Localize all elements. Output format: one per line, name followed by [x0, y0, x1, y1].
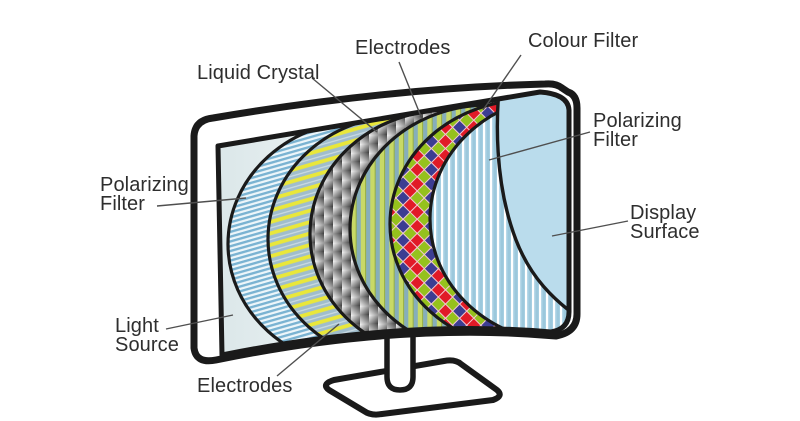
label-liquid-crystal: Liquid Crystal: [197, 62, 320, 84]
label-liquid-crystal-text: Liquid Crystal: [197, 62, 320, 84]
label-polarizing-filter-right: Polarizing Filter: [593, 110, 682, 151]
screen-opening-outline: [215, 89, 572, 358]
layer-display-surface: [497, 92, 569, 345]
label-electrodes-bottom-text: Electrodes: [197, 375, 293, 397]
leader-lines: [156, 54, 629, 377]
label-polarizing-filter-left-line2: Filter: [100, 192, 146, 215]
label-display-surface: Display Surface: [630, 202, 700, 243]
label-colour-filter: Colour Filter: [528, 30, 639, 52]
label-electrodes-top-text: Electrodes: [355, 37, 451, 59]
label-light-source-line2: Source: [115, 333, 179, 356]
leader-electrodes-top: [398, 61, 423, 120]
label-display-surface-line1: Display: [630, 202, 697, 224]
leader-polarizing-filter-left: [156, 197, 247, 207]
leader-liquid-crystal: [311, 77, 378, 133]
label-colour-filter-text: Colour Filter: [528, 30, 639, 52]
label-polarizing-filter-right-line1: Polarizing: [593, 110, 682, 132]
leader-light-source: [165, 314, 234, 330]
monitor-stand: [323, 327, 503, 418]
leader-colour-filter: [482, 54, 522, 111]
label-display-surface-line2: Surface: [630, 220, 700, 243]
label-light-source: Light Source: [115, 315, 179, 356]
screen-layers: [218, 92, 569, 355]
label-electrodes-bottom: Electrodes: [197, 375, 293, 397]
label-polarizing-filter-right-line2: Filter: [593, 128, 639, 151]
label-electrodes-top: Electrodes: [355, 37, 451, 59]
layer-display-surface-edge: [495, 92, 569, 324]
label-light-source-line1: Light: [115, 315, 159, 337]
leader-display-surface: [551, 220, 629, 237]
label-polarizing-filter-left: Polarizing Filter: [100, 174, 189, 215]
leader-electrodes-bottom: [276, 323, 340, 377]
label-polarizing-filter-left-line1: Polarizing: [100, 174, 189, 196]
leader-polarizing-filter-right: [488, 131, 591, 161]
stand-neck: [384, 327, 416, 393]
